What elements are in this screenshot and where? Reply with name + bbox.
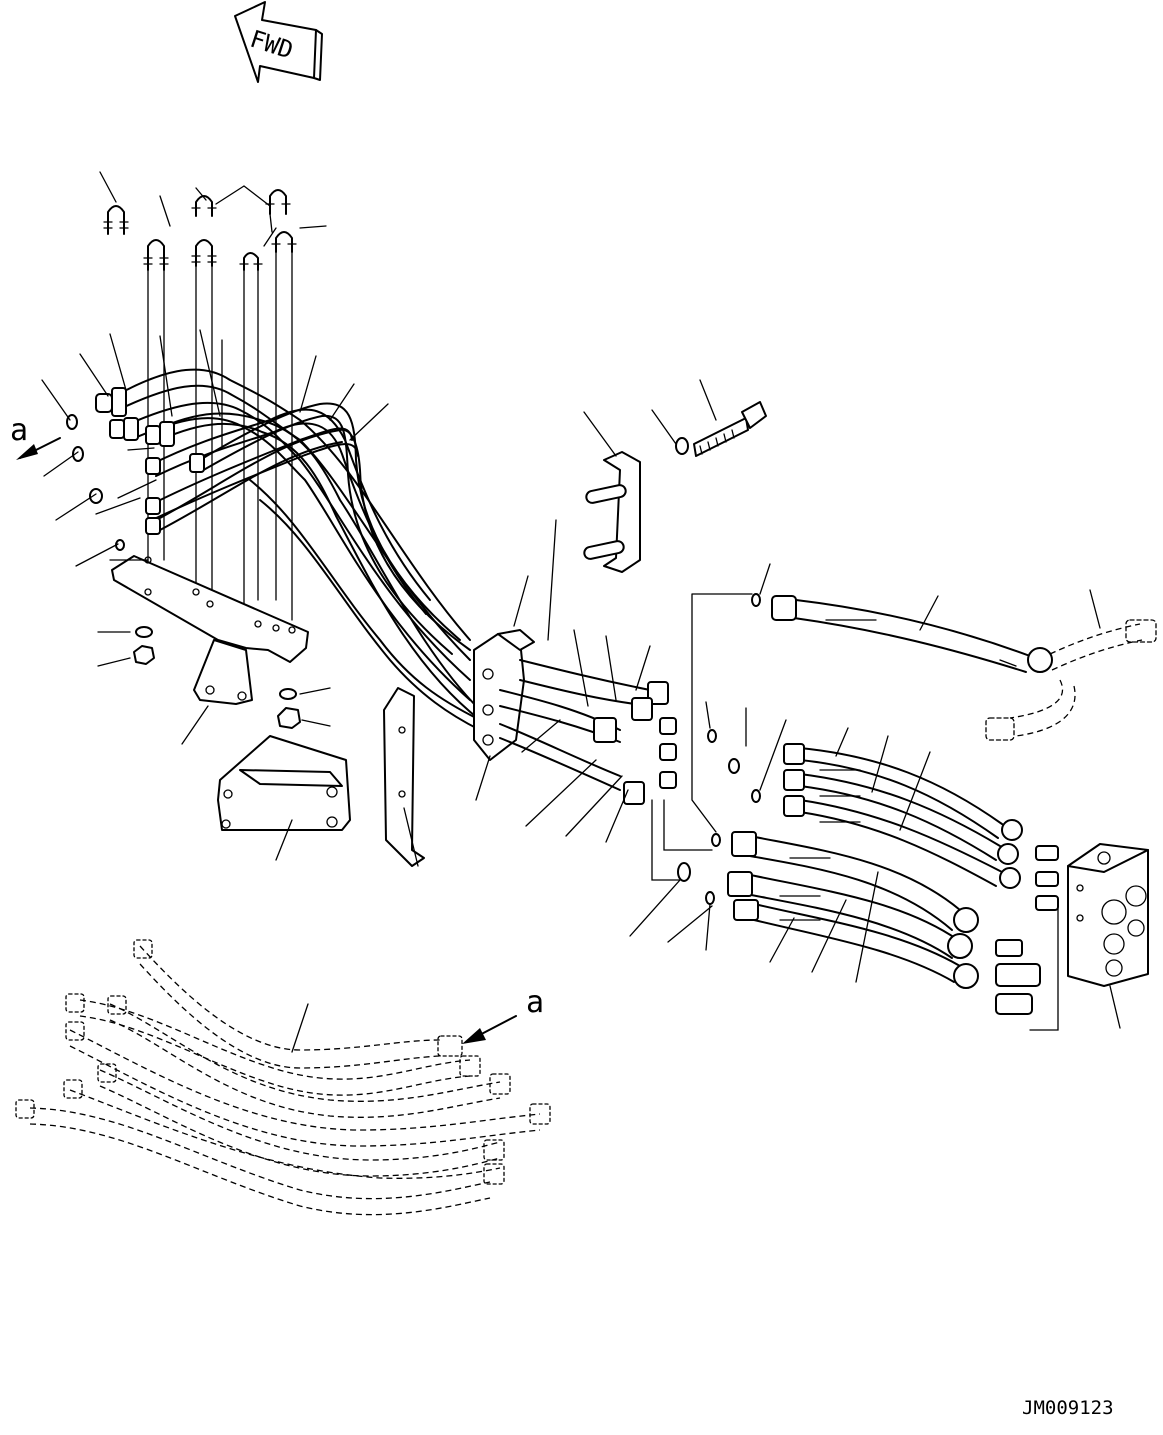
short-hose-group xyxy=(783,727,1023,889)
detail-arrow: a xyxy=(462,985,544,1044)
adapter xyxy=(995,993,1033,1015)
washer xyxy=(279,688,297,700)
o-ring-left-group xyxy=(66,414,125,551)
hose-fitting xyxy=(623,781,645,805)
bolt xyxy=(651,379,767,457)
long-hose xyxy=(771,595,1053,673)
mounting-plate xyxy=(111,555,309,705)
fitting-cluster xyxy=(499,629,677,843)
clamp-cap xyxy=(547,411,641,641)
strap-bracket xyxy=(383,687,425,867)
adapter xyxy=(1035,845,1059,861)
hose-fitting xyxy=(593,717,617,743)
u-bolt xyxy=(265,189,291,215)
drawing-code: JM009123 xyxy=(1022,1397,1114,1419)
tube-clamp xyxy=(473,575,535,801)
fwd-arrow: FWD xyxy=(234,1,323,83)
u-bolt xyxy=(191,195,217,217)
view-arrow-label: a xyxy=(10,413,28,448)
washer xyxy=(135,626,153,638)
nut xyxy=(277,707,301,729)
detail-view-a xyxy=(15,939,551,1216)
valve-block xyxy=(995,843,1149,1031)
detail-arrow-label: a xyxy=(526,985,544,1020)
adapter xyxy=(659,743,677,761)
washer xyxy=(675,437,689,455)
o-ring xyxy=(72,446,84,462)
adapter xyxy=(659,717,677,735)
support-bracket xyxy=(181,705,351,861)
o-ring xyxy=(89,488,103,504)
o-ring xyxy=(66,414,78,430)
curved-hose-group xyxy=(727,831,979,989)
adapter xyxy=(1035,895,1059,911)
u-bolt xyxy=(239,252,263,271)
hose-fitting xyxy=(647,681,669,705)
adapter xyxy=(995,939,1023,957)
adapter xyxy=(659,771,677,789)
o-ring-center-group xyxy=(629,563,787,951)
nut xyxy=(133,645,155,665)
hose-fitting xyxy=(631,697,653,721)
adapter xyxy=(995,963,1041,987)
leader-lines xyxy=(41,171,389,567)
optional-hose-outline xyxy=(985,589,1157,741)
u-bolt xyxy=(191,239,217,267)
view-arrow: a xyxy=(10,413,61,460)
u-bolt xyxy=(271,231,297,253)
u-bolt-group xyxy=(103,189,297,621)
u-bolt xyxy=(103,205,129,235)
tube-bundle xyxy=(95,368,481,731)
u-bolt xyxy=(143,239,169,271)
fastener-group xyxy=(97,626,331,729)
adapter xyxy=(1035,871,1059,887)
